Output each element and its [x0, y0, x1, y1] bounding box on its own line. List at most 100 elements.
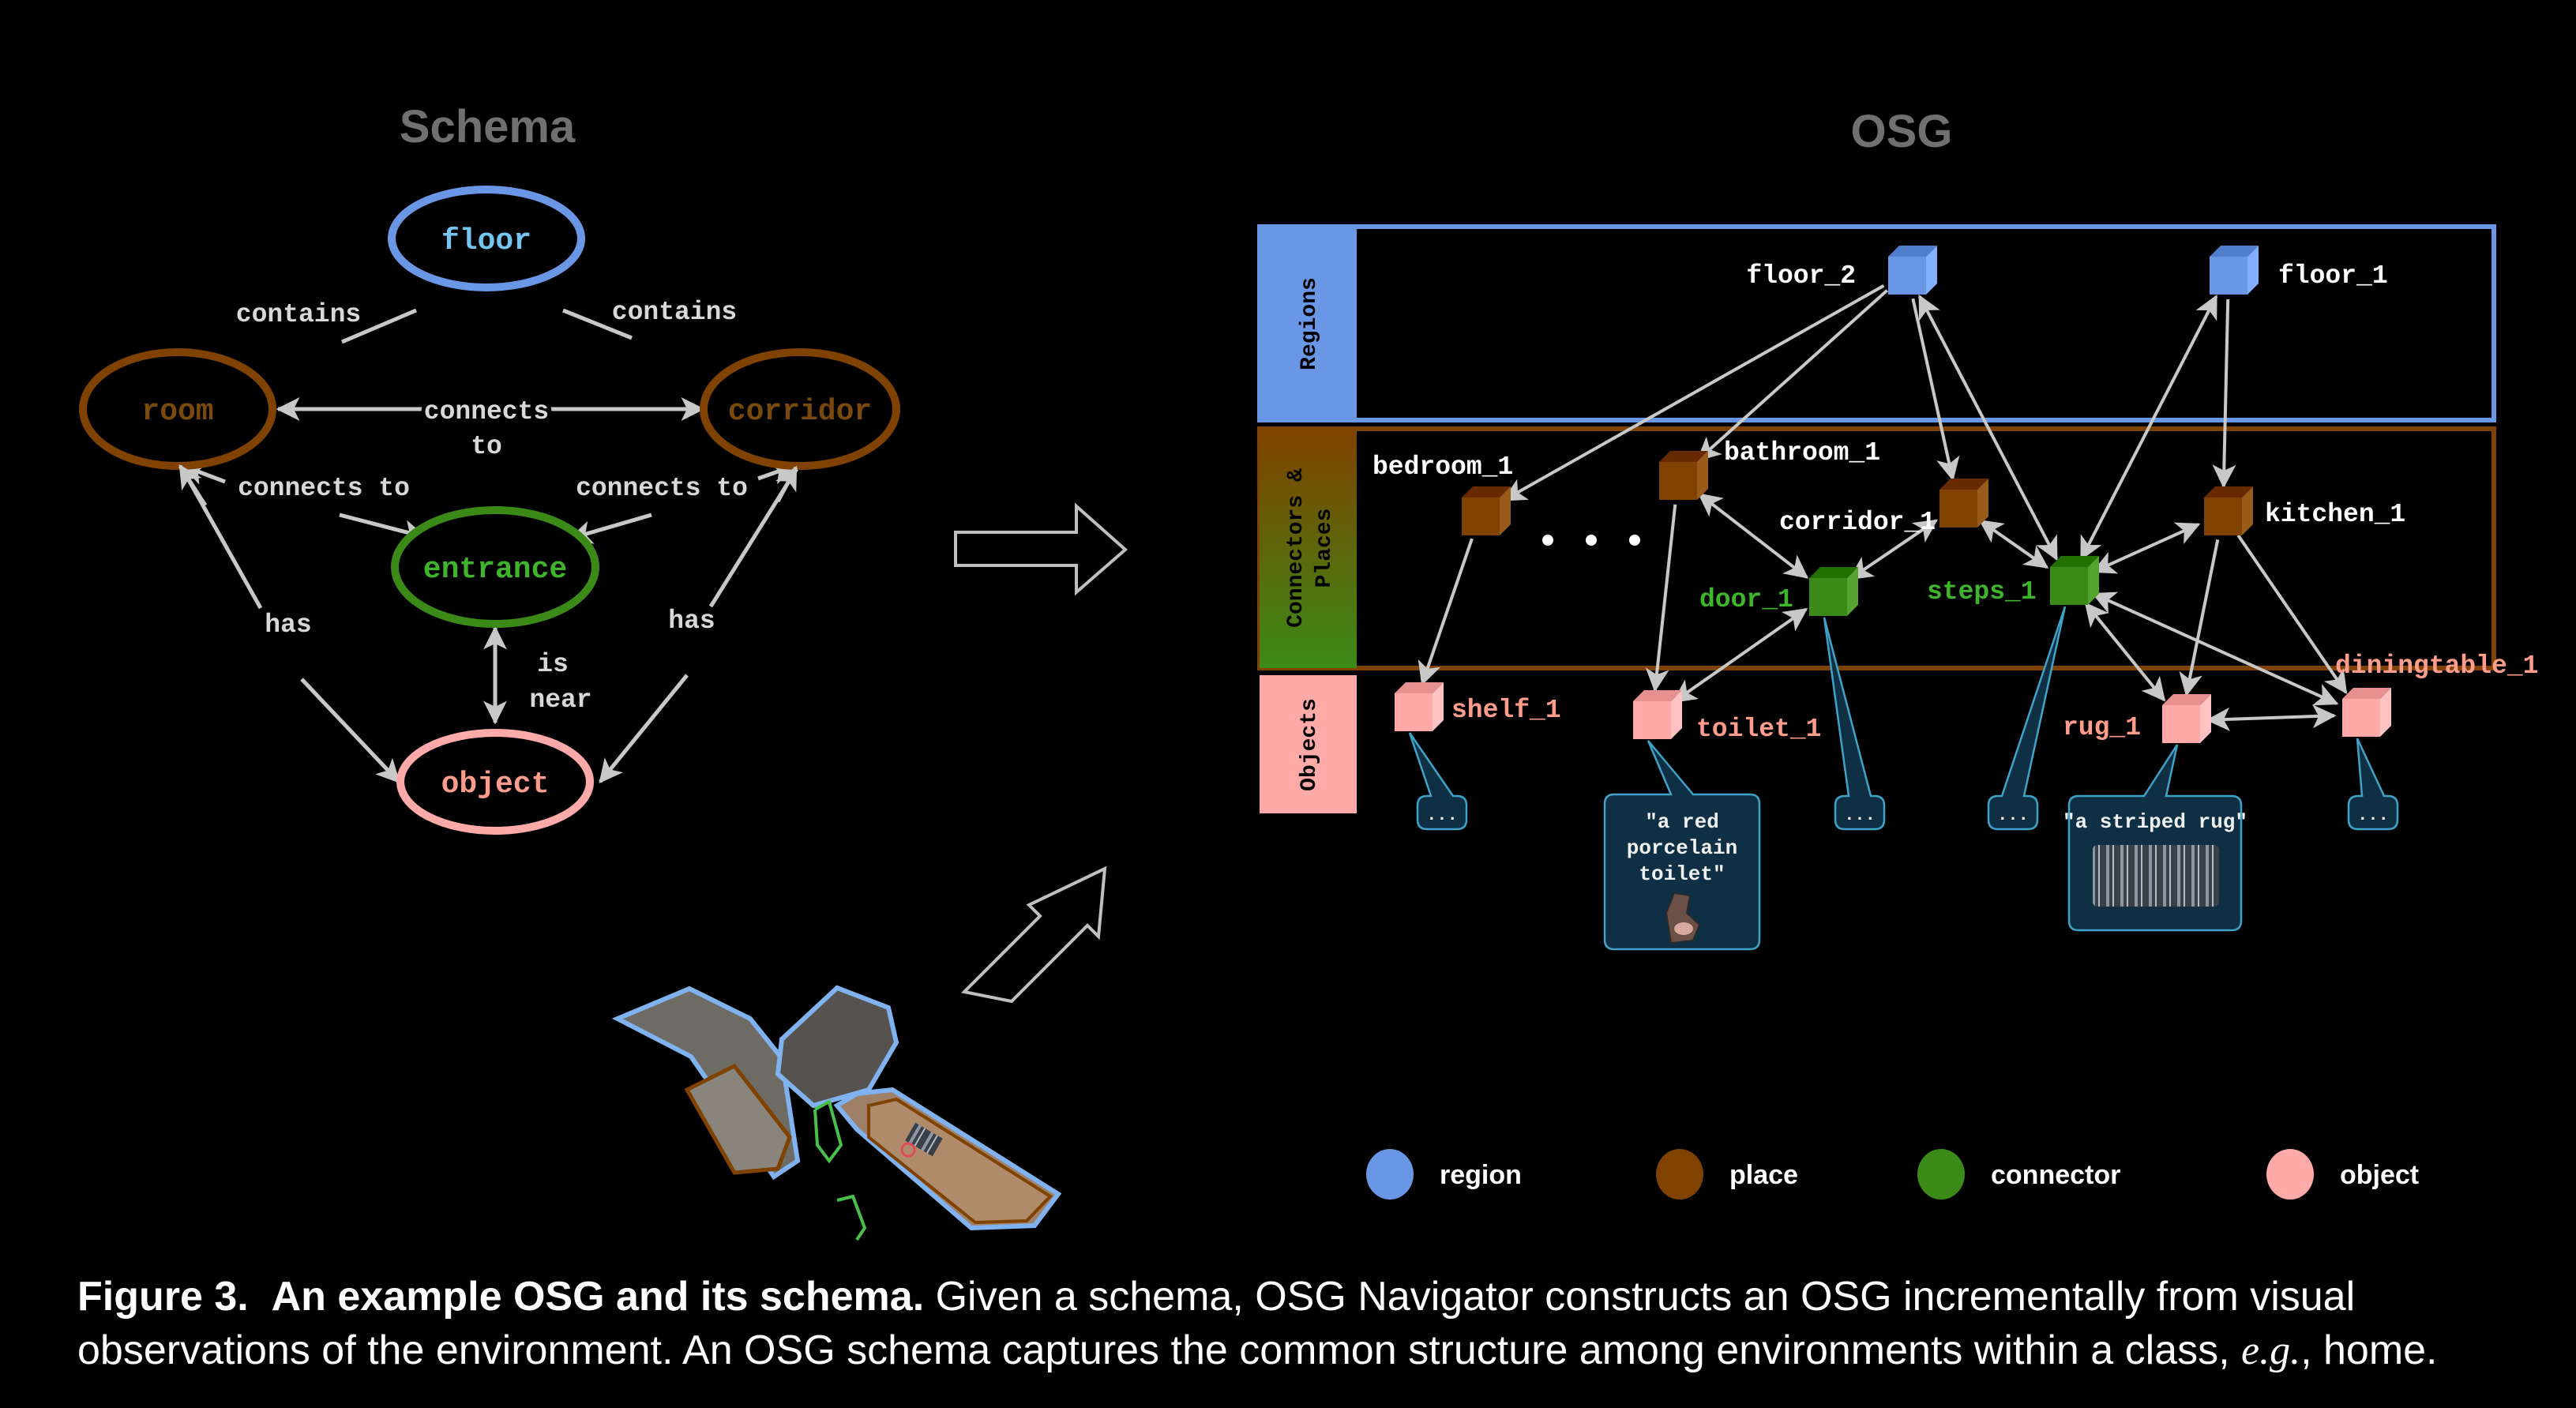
callout-diningtable_1[interactable]: ...	[2347, 738, 2399, 831]
edge-label-connects: connects	[424, 397, 549, 426]
osg-node-label: bedroom_1	[1372, 452, 1513, 482]
floorplan-target-marker	[900, 1142, 916, 1158]
edge-label-has-right: has	[668, 606, 715, 636]
edge-label-contains-right: contains	[612, 298, 737, 327]
ellipsis-dot	[1542, 535, 1553, 546]
cube-icon	[2342, 688, 2391, 737]
osg-edge-kitchen_1-rug_1	[2179, 539, 2220, 697]
osg-node-bedroom_1[interactable]: bedroom_1	[1372, 452, 1513, 535]
schema-nodes: floor room corridor entrance object	[79, 186, 900, 835]
osg-node-corridor_1[interactable]: corridor_1	[1779, 479, 1988, 537]
osg-edge-bedroom_1-shelf_1	[1418, 538, 1474, 686]
osg-edge-kitchen_1-diningtable_1	[2236, 534, 2348, 695]
callout-bubble	[1408, 732, 1468, 831]
osg-node-diningtable_1[interactable]: diningtable_1	[2335, 651, 2538, 737]
osg-edge-steps_1-diningtable_1	[2091, 591, 2339, 706]
legend-label: place	[1729, 1160, 1798, 1190]
schema-node-corridor[interactable]: corridor	[700, 348, 900, 470]
legend-item-place: place	[1656, 1149, 1798, 1200]
connectors-places-layer-label-line2: Places	[1312, 509, 1337, 588]
osg-edge-floor_1-kitchen_1	[2212, 298, 2236, 489]
rug-thumbnail	[2093, 845, 2219, 907]
callout-bubble	[1987, 606, 2067, 831]
entrance-ellipse	[391, 506, 599, 628]
ellipsis-dot	[1629, 535, 1640, 546]
connectors-places-layer-label-bg	[1260, 429, 1357, 668]
cube-icon	[1888, 246, 1937, 295]
legend-item-connector: connector	[1917, 1149, 2120, 1200]
entrance-label: entrance	[423, 553, 567, 587]
room-ellipse	[79, 348, 276, 470]
toilet-thumbnail	[1665, 892, 1701, 944]
osg-node-floor_1[interactable]: floor_1	[2210, 246, 2388, 295]
floorplan-steps-outline	[836, 1194, 867, 1241]
legend-swatch	[1366, 1149, 1414, 1200]
callout-text: "a red	[1645, 810, 1719, 834]
cube-icon	[2204, 486, 2253, 535]
osg-node-floor_2[interactable]: floor_2	[1746, 246, 1937, 295]
cube-icon	[2162, 694, 2211, 743]
cube-icon	[2210, 246, 2259, 295]
callout-bubble	[1823, 617, 1886, 831]
schema-node-entrance[interactable]: entrance	[391, 506, 599, 628]
cube-icon	[1659, 451, 1708, 500]
legend-label: object	[2340, 1160, 2419, 1190]
osg-node-door_1[interactable]: door_1	[1699, 567, 1858, 616]
osg-node-kitchen_1[interactable]: kitchen_1	[2204, 486, 2405, 535]
osg-edge-steps_1-kitchen_1	[2091, 522, 2201, 574]
osg-node-label: floor_2	[1746, 261, 1856, 291]
callout-shelf_1[interactable]: ...	[1408, 732, 1468, 831]
osg-node-label: rug_1	[2063, 713, 2141, 742]
legend-item-object: object	[2266, 1149, 2419, 1200]
osg-node-shelf_1[interactable]: shelf_1	[1395, 682, 1561, 731]
caption-line2: observations of the environment. An OSG …	[77, 1327, 2230, 1373]
osg-layers: Regions Connectors & Places Objects	[1257, 224, 2496, 813]
osg-node-label: door_1	[1699, 585, 1793, 614]
edge-label-to: to	[471, 432, 502, 461]
schema-edge-floor-room-a	[341, 308, 417, 344]
object-label: object	[441, 768, 550, 802]
osg-edge-floor_2-bathroom_1	[1696, 289, 1889, 461]
osg-node-label: diningtable_1	[2335, 651, 2538, 681]
osg-edge-corridor_1-door_1	[1849, 519, 1938, 580]
callout-text: porcelain	[1627, 836, 1737, 860]
edge-label-is: is	[537, 650, 569, 679]
schema-node-floor[interactable]: floor	[388, 186, 585, 291]
floorplan-rug	[905, 1122, 943, 1157]
callout-bubble	[2347, 738, 2399, 831]
legend-label: connector	[1991, 1160, 2120, 1190]
callout-door_1[interactable]: ...	[1823, 617, 1886, 831]
env-to-osg-arrow-icon	[960, 865, 1107, 1004]
edge-label-contains-left: contains	[236, 300, 361, 329]
callout-text: "a striped rug"	[2063, 810, 2247, 834]
schema-node-object[interactable]: object	[396, 729, 594, 835]
osg-node-bathroom_1[interactable]: bathroom_1	[1659, 438, 1880, 500]
osg-node-toilet_1[interactable]: toilet_1	[1633, 690, 1821, 744]
callout-rug_1[interactable]: "a striped rug"	[2063, 744, 2247, 932]
objects-layer-label: Objects	[1297, 698, 1322, 791]
schema-node-room[interactable]: room	[79, 348, 276, 470]
schema-edge-corridor-object-b	[599, 674, 689, 783]
callout-bubble	[1603, 740, 1761, 951]
regions-layer-frame	[1257, 224, 2496, 422]
floorplan-image	[611, 985, 1062, 1241]
floorplan-left-room-inner	[684, 1063, 792, 1175]
edge-label-connects-to-right: connects to	[576, 474, 748, 503]
schema-has-room-arrowhead	[178, 464, 208, 507]
osg-title: OSG	[1851, 106, 1953, 157]
regions-layer-label: Regions	[1297, 277, 1322, 370]
caption-title: An example OSG and its schema.	[271, 1274, 925, 1320]
osg-node-steps_1[interactable]: steps_1	[1927, 556, 2099, 606]
osg-node-label: floor_1	[2278, 261, 2388, 291]
legend-swatch	[1656, 1149, 1703, 1200]
osg-edge-floor_2-corridor_1	[1911, 298, 1960, 482]
osg-node-rug_1[interactable]: rug_1	[2063, 694, 2211, 743]
cube-icon	[2050, 556, 2099, 605]
schema-to-osg-arrow-icon	[954, 502, 1128, 596]
callout-steps_1[interactable]: ...	[1987, 606, 2067, 831]
caption-line2-end: , home.	[2300, 1327, 2438, 1373]
cube-icon	[1462, 486, 1511, 535]
